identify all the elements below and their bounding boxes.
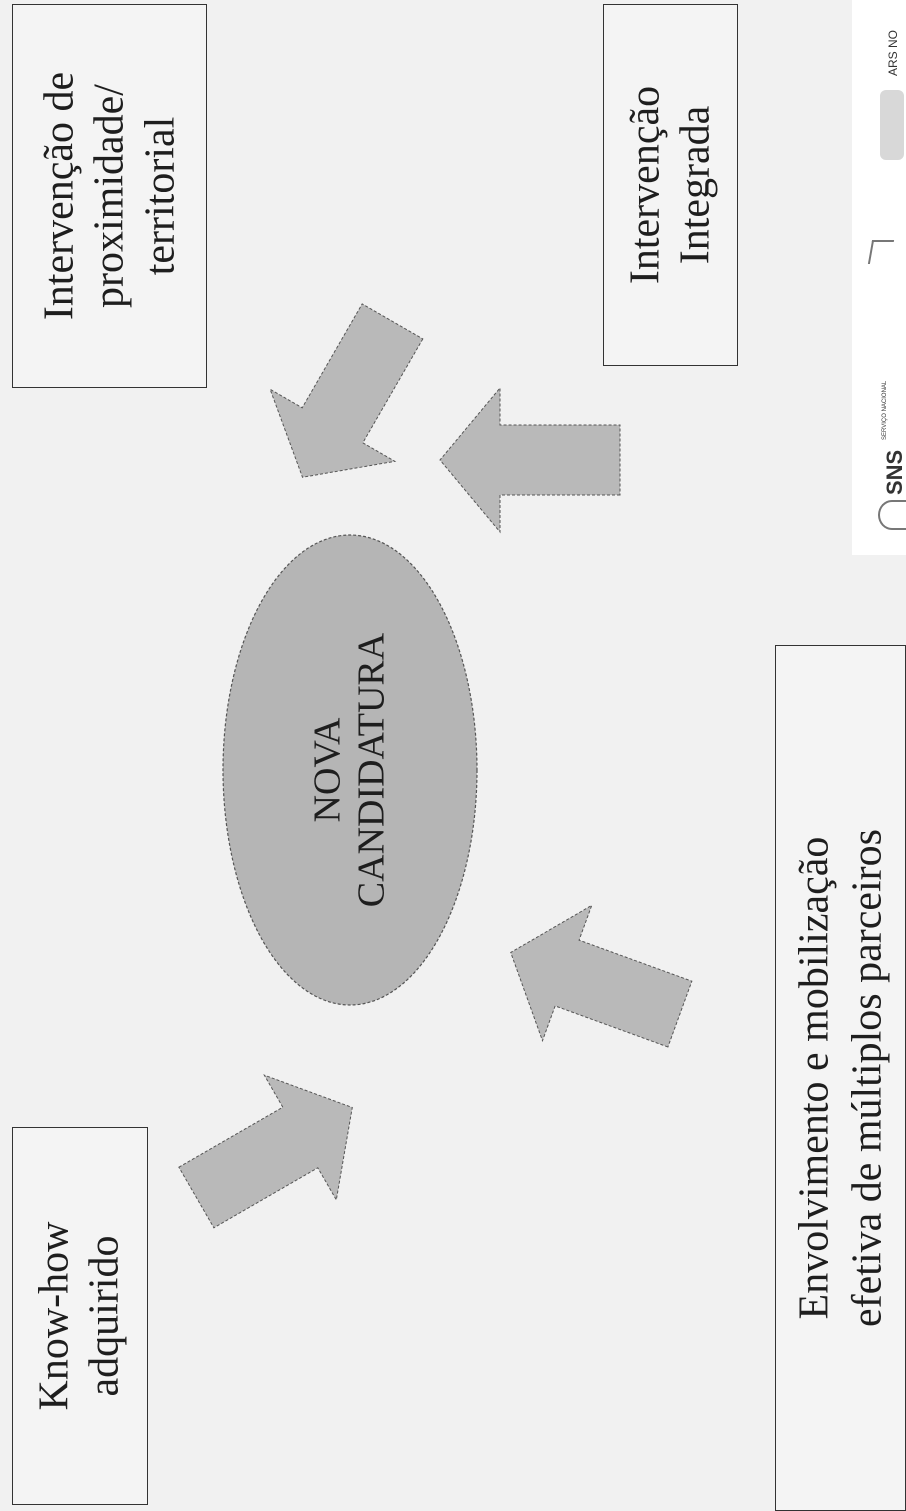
box-intervencao-proximidade: Intervenção de proximidade/ territorial [12, 4, 207, 388]
ministry-logo-icon [867, 240, 895, 264]
box-tl-line-1: Intervenção de [35, 71, 82, 321]
box-br-line-1: Envolvimento e mobilização [791, 836, 837, 1320]
box-tr-line-1: Intervenção [622, 85, 669, 285]
box-bl-line-1: Know-how [31, 1221, 78, 1411]
arrow-top-left [269, 303, 424, 478]
logo-strip: SNS SERVIÇO NACIONAL ARS NO [852, 0, 906, 555]
box-tl-line-3: territorial [136, 116, 183, 276]
arrow-bottom-left [178, 1074, 353, 1229]
arrow-top-right [439, 386, 621, 534]
sns-logo-text: SNS [882, 449, 906, 495]
blurred-emblem [880, 90, 904, 160]
box-intervencao-integrada: Intervenção Integrada [603, 4, 738, 366]
box-know-how: Know-how adquirido [12, 1127, 148, 1505]
sns-logo-subtext: SERVIÇO NACIONAL [882, 380, 888, 440]
box-br-line-2: efetiva de múltiplos parceiros [843, 829, 890, 1327]
arrow-bottom-right [510, 904, 693, 1048]
sns-logo-icon [878, 500, 906, 530]
center-line-2: CANDIDATURA [350, 632, 392, 908]
center-label: NOVA CANDIDATURA [250, 633, 450, 907]
box-bl-line-2: adquirido [82, 1235, 128, 1397]
box-envolvimento: Envolvimento e mobilização efetiva de mú… [775, 645, 906, 1511]
center-ellipse [222, 534, 478, 1006]
ars-logo-text: ARS NO [886, 29, 900, 76]
box-tr-line-2: Integrada [672, 105, 719, 265]
center-line-1: NOVA [306, 717, 349, 823]
box-tl-line-2: proximidade/ [86, 84, 133, 308]
